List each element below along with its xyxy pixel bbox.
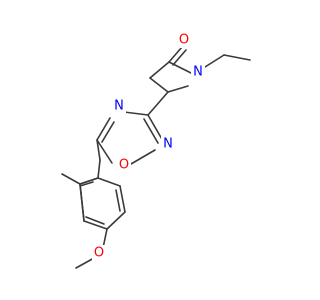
atom-label: O [119, 158, 129, 173]
atom-o-methoxy: O [92, 245, 106, 261]
bond [119, 185, 126, 213]
bond [172, 49, 187, 66]
bond [75, 257, 95, 269]
bond [130, 149, 156, 165]
bond [96, 139, 113, 164]
bonds [61, 46, 251, 269]
bond [147, 114, 164, 142]
bond [96, 139, 101, 161]
bond [101, 121, 115, 143]
bond [61, 173, 81, 185]
bond [123, 111, 149, 116]
bond [204, 54, 225, 68]
bond [115, 189, 121, 212]
bond [168, 61, 194, 75]
bond [223, 54, 251, 61]
atom-o-carbonyl: O [177, 32, 191, 48]
bond [79, 181, 94, 187]
bond [168, 46, 183, 63]
atom-o-oxadiazole: O [117, 157, 131, 173]
atom-n-oxadiazole-4: N [112, 98, 126, 114]
atom-n-lactam: N [191, 64, 205, 80]
bond [96, 117, 111, 141]
atom-labels: O N N N O O [92, 32, 205, 261]
bond [83, 220, 108, 230]
bond [143, 118, 159, 144]
bond [85, 216, 105, 225]
atom-label: N [193, 65, 203, 80]
atom-label: N [114, 99, 124, 114]
bond [106, 211, 126, 230]
bond [97, 177, 121, 187]
bond [149, 77, 169, 93]
bond [147, 91, 169, 116]
bond [79, 183, 85, 222]
molecule-structure: O N N N O O [61, 32, 251, 269]
bond [97, 159, 101, 179]
bond [102, 228, 108, 249]
atom-label: O [94, 246, 104, 261]
atom-label: N [163, 137, 173, 152]
bond [149, 61, 170, 79]
bond [167, 85, 189, 93]
bond [79, 177, 99, 185]
atom-n-oxadiazole-2: N [161, 136, 175, 152]
atom-label: O [179, 33, 189, 48]
